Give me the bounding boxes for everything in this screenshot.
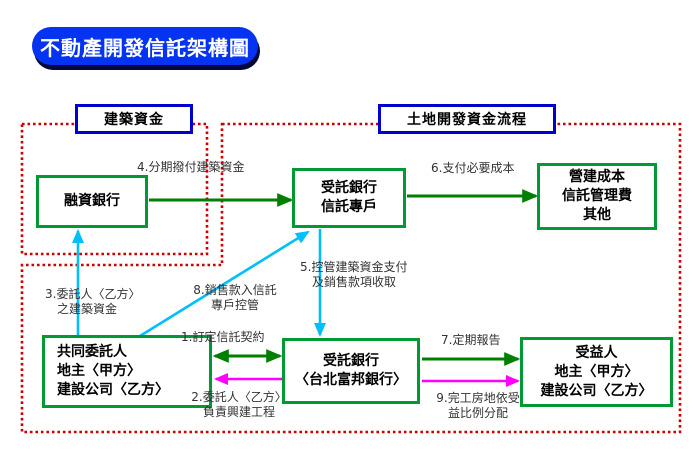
flow-label-line: 5.控管建築資金支付	[300, 260, 408, 274]
flow-label-line: 6.支付必要成本	[431, 161, 515, 175]
flow-label-line: 1.訂定信託契約	[181, 330, 265, 344]
node-text: 受益人	[575, 344, 618, 361]
diagram-title: 不動產開發信託架構圖	[32, 27, 258, 65]
node-text: 信託專戶	[321, 199, 377, 215]
node-trust-account: 受託銀行 信託專戶	[292, 168, 406, 228]
dashed-region-land-development	[20, 122, 682, 434]
region-label-construction-funds: 建築資金	[75, 104, 193, 134]
node-text: 共同委託人	[57, 344, 127, 360]
node-text: 融資銀行	[64, 193, 120, 209]
flow-label-line: 2.委託人〈乙方〉	[191, 390, 287, 404]
flow-2-label: 2.委託人〈乙方〉 負責興建工程	[178, 390, 300, 420]
node-text: 建設公司〈乙方〉	[540, 382, 653, 399]
node-text: 受託銀行	[321, 180, 377, 196]
flow-label-line: 7.定期報告	[441, 333, 501, 347]
flow-label-line: 8.銷售款入信託	[193, 283, 277, 297]
region-label-land-development-flow: 土地開發資金流程	[378, 104, 556, 134]
flow-label-line: 負責興建工程	[202, 405, 275, 419]
node-text: 其他	[583, 207, 611, 223]
node-text: 地主〈甲方〉	[57, 363, 141, 379]
flow-3-label: 3.委託人〈乙方〉 之建築資金	[45, 287, 140, 317]
flow-label-line: 專戶控管	[210, 298, 259, 312]
node-co-principals: 共同委託人 地主〈甲方〉 建設公司〈乙方〉	[42, 335, 212, 408]
node-text: 信託管理費	[562, 188, 632, 204]
node-financing-bank: 融資銀行	[36, 175, 148, 228]
node-construction-costs: 營建成本 信託管理費 其他	[537, 163, 657, 230]
node-text: 地主〈甲方〉	[554, 363, 639, 380]
node-beneficiaries: 受益人 地主〈甲方〉 建設公司〈乙方〉	[520, 337, 673, 407]
node-text: 受託銀行	[323, 353, 379, 369]
flow-label-line: 9.完工房地依受	[436, 391, 520, 405]
flow-6-label: 6.支付必要成本	[431, 161, 514, 176]
node-text: 營建成本	[569, 169, 625, 185]
flow-label-line: 之建築資金	[57, 302, 118, 316]
flow-1-label: 1.訂定信託契約	[181, 330, 264, 345]
flow-7-label: 7.定期報告	[441, 333, 500, 348]
flow-8-label: 8.銷售款入信託 專戶控管	[175, 283, 295, 313]
flow-4-label: 4.分期撥付建築資金	[137, 160, 244, 175]
flow-9-label: 9.完工房地依受 益比例分配	[426, 391, 530, 421]
flow-label-line: 及銷售款項收取	[312, 275, 397, 289]
flow-8-arrow	[139, 230, 310, 338]
flow-label-line: 4.分期撥付建築資金	[137, 160, 245, 174]
flow-5-label: 5.控管建築資金支付 及銷售款項收取	[300, 260, 407, 290]
node-text: 〈台北富邦銀行〉	[295, 372, 407, 388]
flow-label-line: 3.委託人〈乙方〉	[45, 287, 141, 301]
flow-label-line: 益比例分配	[447, 406, 508, 420]
node-text: 建設公司〈乙方〉	[57, 382, 169, 398]
node-trustee-bank: 受託銀行 〈台北富邦銀行〉	[282, 338, 420, 404]
